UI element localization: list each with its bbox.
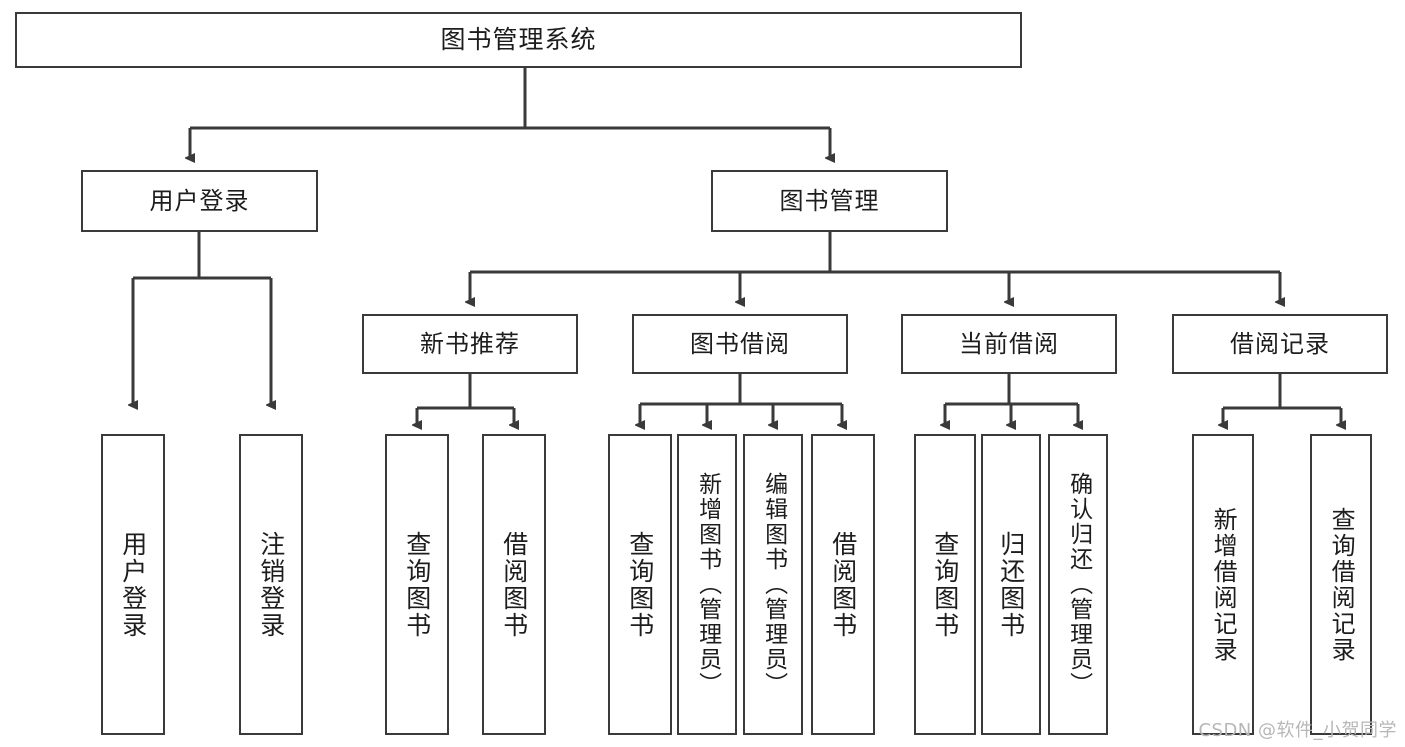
node-label: 查询借阅记录 (1327, 506, 1356, 663)
node-book-borrow[interactable]: 图书借阅 (632, 314, 848, 374)
node-label: 确认归还（管理员） (1065, 472, 1092, 697)
node-label: 借阅图书 (828, 530, 858, 639)
node-leaf-borrow-book-2[interactable]: 借阅图书 (811, 434, 875, 735)
node-label: 编辑图书（管理员） (760, 472, 787, 697)
node-label: 查询图书 (930, 530, 960, 639)
node-label: 用户登录 (118, 530, 148, 639)
node-leaf-add-book[interactable]: 新增图书（管理员） (677, 434, 737, 735)
node-label: 新增借阅记录 (1209, 506, 1238, 663)
node-label: 图书借阅 (690, 329, 790, 358)
node-leaf-user-login[interactable]: 用户登录 (101, 434, 165, 735)
node-label: 查询图书 (625, 530, 655, 639)
node-leaf-query-book-3[interactable]: 查询图书 (914, 434, 976, 735)
node-leaf-borrow-book-1[interactable]: 借阅图书 (482, 434, 546, 735)
node-book-management[interactable]: 图书管理 (711, 170, 948, 232)
node-label: 借阅图书 (499, 530, 529, 639)
node-label: 查询图书 (402, 530, 432, 639)
node-leaf-query-borrow-record[interactable]: 查询借阅记录 (1310, 434, 1372, 735)
node-label: 当前借阅 (959, 329, 1059, 358)
node-user-login[interactable]: 用户登录 (81, 170, 318, 232)
node-root-book-management-system[interactable]: 图书管理系统 (15, 12, 1022, 68)
node-leaf-return-book[interactable]: 归还图书 (981, 434, 1041, 735)
node-label: 图书管理 (779, 186, 880, 215)
node-label: 新书推荐 (420, 329, 520, 358)
node-label: 新增图书（管理员） (694, 472, 721, 697)
node-borrow-record[interactable]: 借阅记录 (1172, 314, 1388, 374)
node-label: 注销登录 (256, 530, 286, 639)
node-leaf-query-book-1[interactable]: 查询图书 (385, 434, 449, 735)
node-leaf-add-borrow-record[interactable]: 新增借阅记录 (1192, 434, 1254, 735)
node-leaf-logout-login[interactable]: 注销登录 (239, 434, 303, 735)
node-leaf-edit-book[interactable]: 编辑图书（管理员） (743, 434, 803, 735)
node-new-book-recommend[interactable]: 新书推荐 (362, 314, 578, 374)
node-label: 归还图书 (996, 530, 1026, 639)
node-current-borrow[interactable]: 当前借阅 (901, 314, 1117, 374)
node-leaf-confirm-return[interactable]: 确认归还（管理员） (1048, 434, 1108, 735)
node-label: 借阅记录 (1230, 329, 1330, 358)
node-label: 用户登录 (149, 186, 250, 215)
node-label: 图书管理系统 (440, 25, 597, 55)
node-leaf-query-book-2[interactable]: 查询图书 (608, 434, 672, 735)
